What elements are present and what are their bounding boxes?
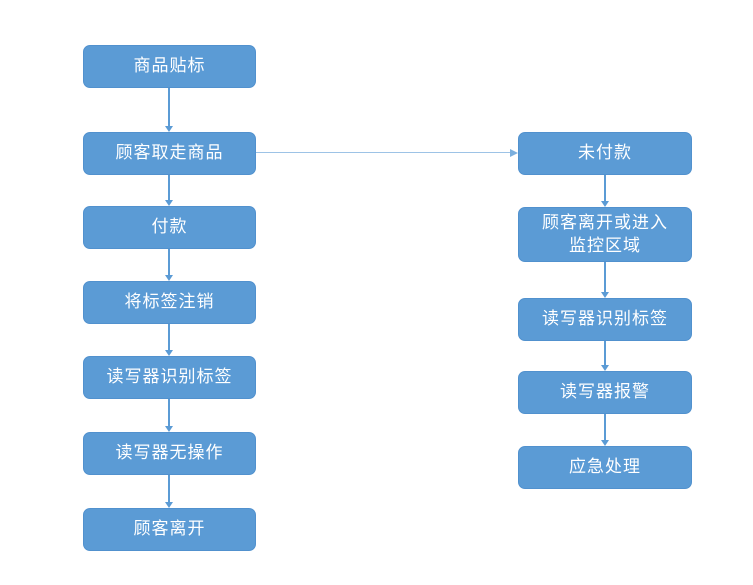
arrowhead-icon: [165, 502, 173, 508]
flow-node-m3[interactable]: 读写器识别标签: [518, 298, 692, 341]
connector-line: [168, 399, 170, 426]
arrowhead-icon: [601, 201, 609, 207]
arrowhead-icon: [165, 426, 173, 432]
flow-node-m1[interactable]: 未付款: [518, 132, 692, 175]
flow-node-label: 顾客离开: [133, 519, 206, 539]
arrowhead-icon: [165, 200, 173, 206]
connector-line: [604, 414, 606, 440]
connector-line: [168, 249, 170, 275]
flow-node-m5[interactable]: 应急处理: [518, 446, 692, 489]
flow-node-label: 顾客离开或进入 监控区域: [542, 212, 668, 256]
flow-node-n7[interactable]: 顾客离开: [83, 508, 256, 551]
flow-node-label: 付款: [151, 217, 188, 237]
flow-node-label: 商品贴标: [133, 56, 206, 76]
arrowhead-icon: [165, 350, 173, 356]
arrowhead-icon: [165, 126, 173, 132]
arrowhead-icon: [510, 149, 518, 157]
flow-node-n6[interactable]: 读写器无操作: [83, 432, 256, 475]
flow-node-label: 将标签注销: [124, 292, 215, 312]
flow-node-n2[interactable]: 顾客取走商品: [83, 132, 256, 175]
connector-line: [256, 152, 510, 153]
flow-node-m2[interactable]: 顾客离开或进入 监控区域: [518, 207, 692, 262]
flow-node-n5[interactable]: 读写器识别标签: [83, 356, 256, 399]
connector-line: [168, 88, 170, 126]
flow-node-label: 未付款: [578, 143, 632, 163]
connector-line: [604, 175, 606, 201]
arrowhead-icon: [601, 292, 609, 298]
flow-node-label: 应急处理: [569, 457, 641, 477]
flow-node-label: 读写器无操作: [115, 443, 224, 463]
flow-node-n4[interactable]: 将标签注销: [83, 281, 256, 324]
connector-line: [168, 475, 170, 502]
flow-node-label: 读写器识别标签: [106, 367, 233, 387]
connector-line: [604, 262, 606, 292]
connector-line: [168, 324, 170, 350]
flow-node-n3[interactable]: 付款: [83, 206, 256, 249]
connector-line: [604, 341, 606, 365]
connector-line: [168, 175, 170, 200]
arrowhead-icon: [165, 275, 173, 281]
flow-node-label: 读写器报警: [560, 382, 650, 402]
flow-node-label: 读写器识别标签: [542, 309, 668, 329]
flow-node-label: 顾客取走商品: [115, 143, 224, 163]
arrowhead-icon: [601, 440, 609, 446]
arrowhead-icon: [601, 365, 609, 371]
flow-node-n1[interactable]: 商品贴标: [83, 45, 256, 88]
flow-node-m4[interactable]: 读写器报警: [518, 371, 692, 414]
